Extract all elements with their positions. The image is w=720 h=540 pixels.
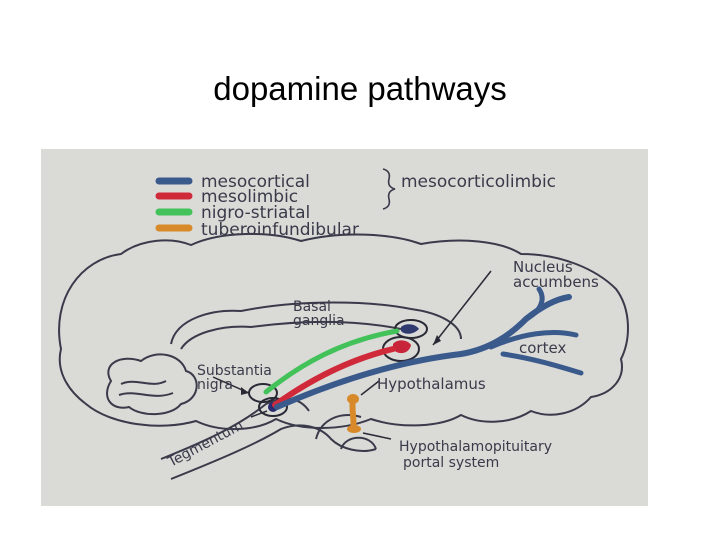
arrow-accumbens-head <box>433 335 441 345</box>
label-substantia: Substantia <box>197 363 272 379</box>
tegmentum-circle <box>258 397 288 417</box>
pathway-mesocortical-branch-1 <box>523 286 545 322</box>
cortex-outline <box>58 232 629 430</box>
legend-label-nigro-striatal: nigro-striatal <box>201 203 310 223</box>
label-basal: Basal <box>293 299 331 315</box>
arrow-tegmentum <box>250 410 268 418</box>
arrow-substantia-head <box>241 387 249 395</box>
corpus-callosum-lower <box>180 320 402 350</box>
pathway-nigro-striatal <box>263 328 400 395</box>
arrow-portal-system <box>362 432 392 440</box>
basal-ganglia-fill <box>401 324 419 334</box>
label-nigra: nigra <box>197 377 233 393</box>
label-cortex: cortex <box>519 339 566 357</box>
brainstem-lower <box>170 424 377 480</box>
cerebellum-outline <box>106 353 198 416</box>
legend-group-label: mesocorticolimbic <box>401 172 556 192</box>
legend-brace <box>382 168 396 210</box>
tuberoinfundibular-end <box>347 425 361 433</box>
legend-label-mesolimbic: mesolimbic <box>201 187 298 207</box>
slide-title: dopamine pathways <box>213 70 507 107</box>
legend-label-mesocortical: mesocortical <box>201 172 310 192</box>
pathway-mesocortical-branch-3 <box>500 351 584 376</box>
corpus-callosum-upper <box>170 301 462 345</box>
legend-label-tuberoinfundibular: tuberoinfundibular <box>201 220 359 240</box>
pathway-mesolimbic <box>272 346 396 408</box>
arrow-accumbens <box>432 270 492 346</box>
cerebellum-folds <box>118 380 174 397</box>
label-portal-system: portal system <box>403 455 499 471</box>
tuberoinfundibular-origin <box>347 394 359 404</box>
accumbens-fill <box>393 340 411 354</box>
arrow-hypothalamus <box>360 380 380 396</box>
brain-diagram-photo: mesocortical mesolimbic nigro-striatal t… <box>41 149 648 506</box>
label-nucleus: Nucleus <box>513 258 573 276</box>
label-hypothalamus: Hypothalamus <box>377 375 486 393</box>
pathway-mesocortical-branch-2 <box>488 329 579 350</box>
label-accumbens: accumbens <box>513 273 599 291</box>
label-ganglia: ganglia <box>293 313 345 329</box>
pituitary-stalk-outline <box>340 436 377 450</box>
brain-diagram-svg: mesocortical mesolimbic nigro-striatal t… <box>41 149 648 506</box>
label-hypothalamopituitary: Hypothalamopituitary <box>399 439 552 455</box>
